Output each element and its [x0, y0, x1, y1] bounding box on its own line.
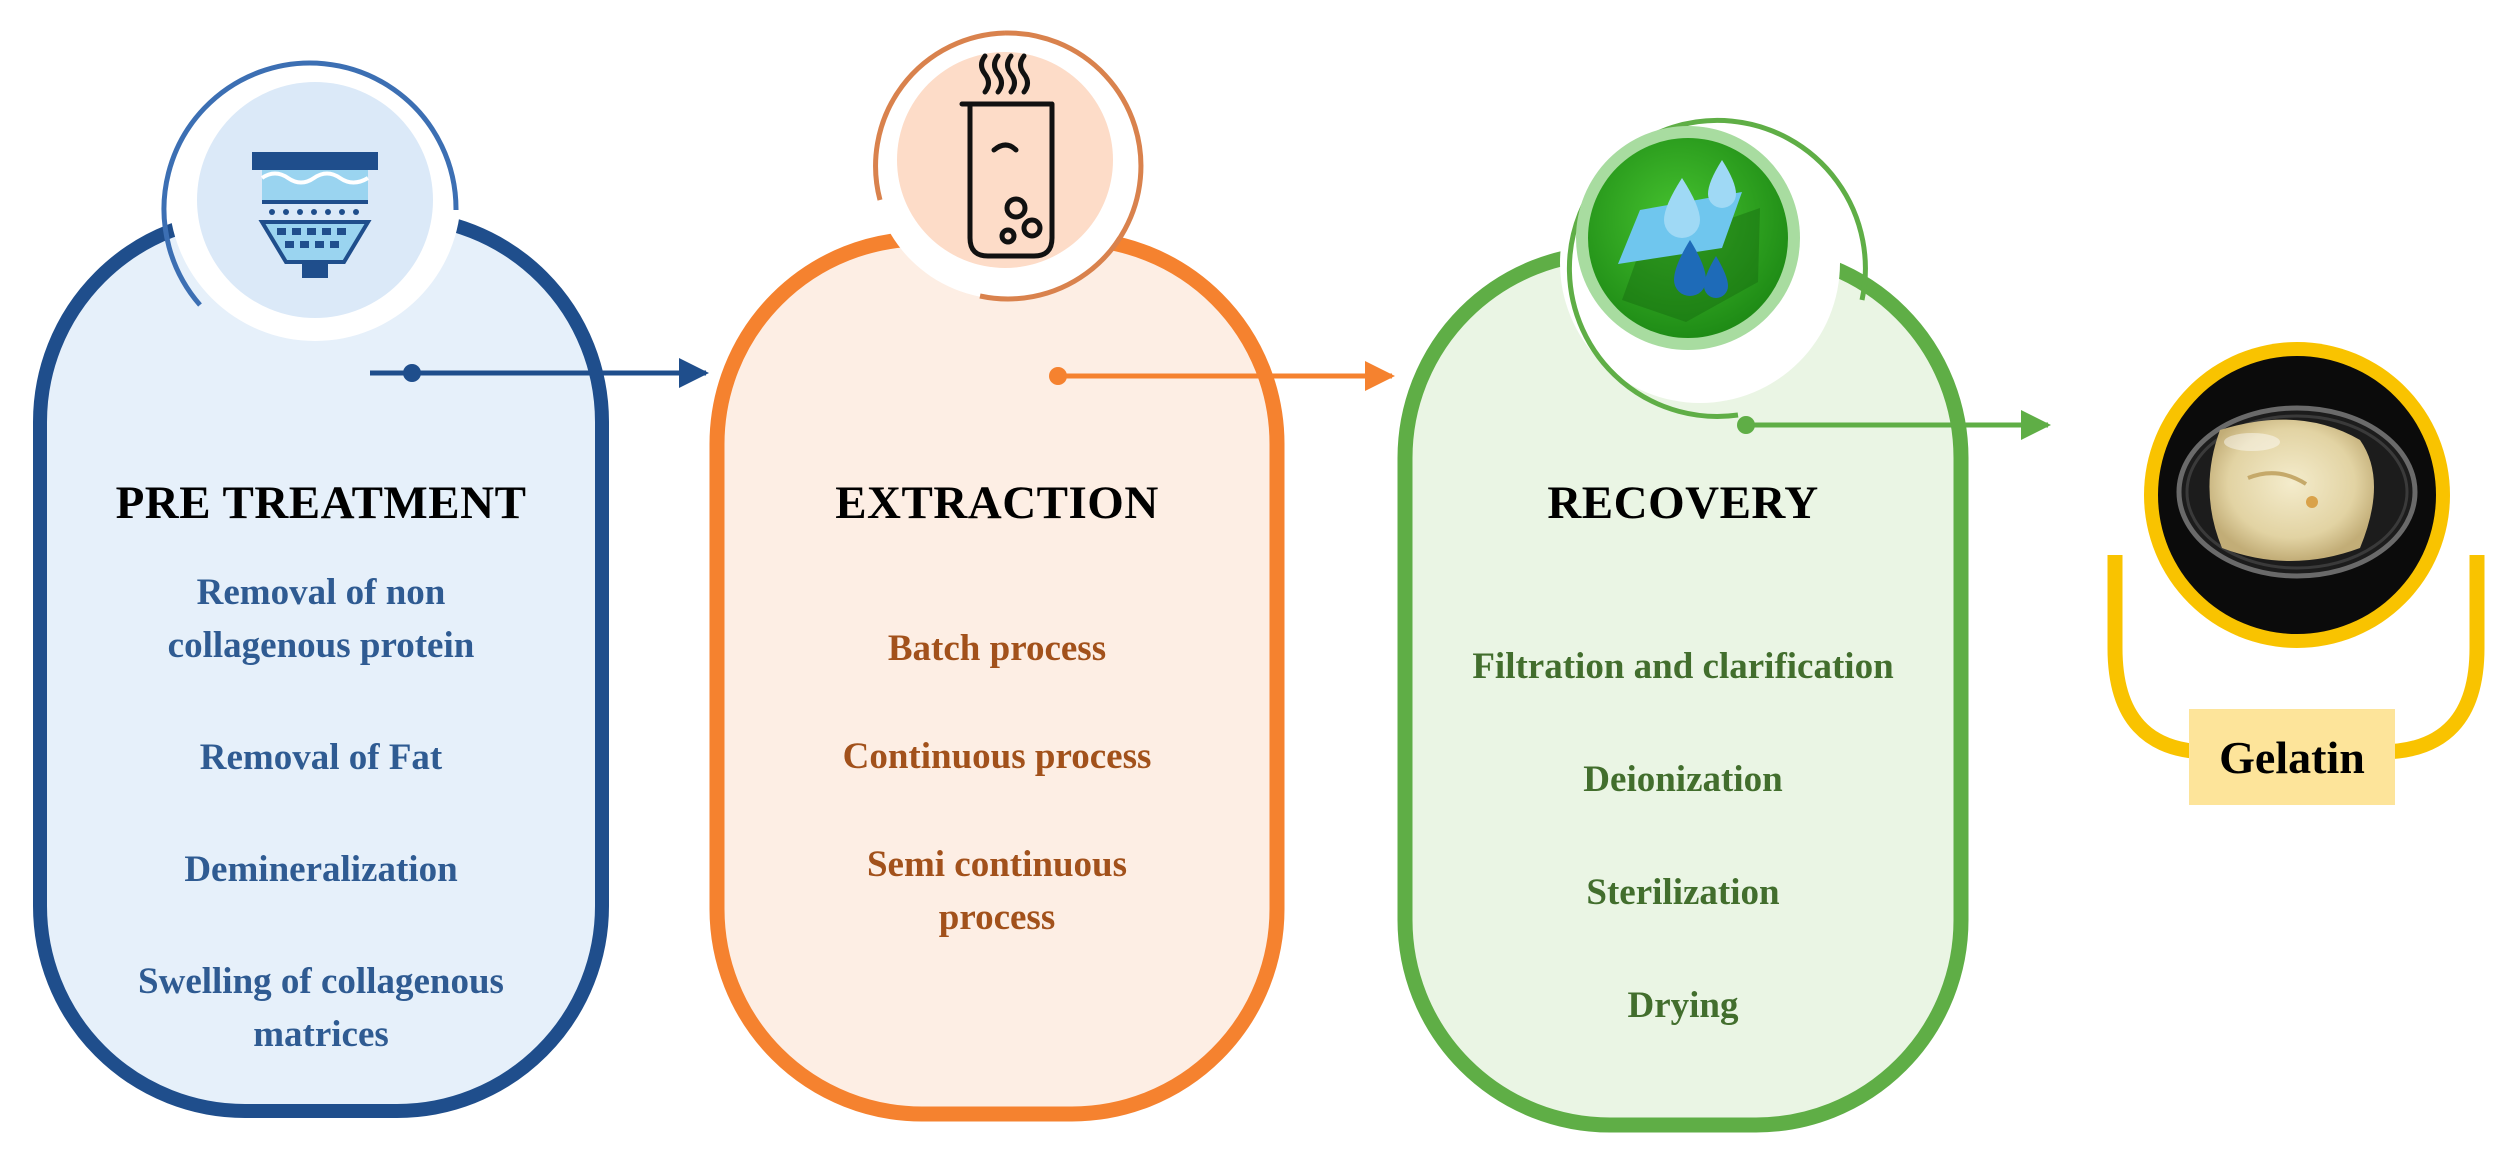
filter-icon	[252, 152, 378, 278]
step-item: Continuous process	[842, 736, 1152, 777]
product-label: Gelatin	[2189, 709, 2395, 805]
stage-extraction: EXTRACTION Batch process Continuous proc…	[712, 234, 1282, 1119]
gelatin-image	[2176, 405, 2418, 579]
step-item: Deionization	[1583, 759, 1783, 800]
stage-title: RECOVERY	[1547, 477, 1819, 529]
arrow-pretreatment-to-extraction	[403, 358, 709, 388]
stage-recovery-graphic	[1397, 117, 1969, 1133]
step-item: Sterilization	[1586, 872, 1780, 913]
product-gelatin-graphic	[2107, 342, 2485, 760]
stage-items: Batch process Continuous process Semi co…	[712, 622, 1282, 944]
arrow-extraction-to-recovery	[1049, 361, 1395, 391]
stage-extraction-graphic	[709, 30, 1285, 1122]
step-item: Demineralization	[184, 849, 458, 890]
step-item: Swelling of collagenous matrices	[138, 961, 504, 1055]
stage-pretreatment: PRE TREATMENT Removal of non collagenous…	[37, 214, 605, 1114]
stage-title: EXTRACTION	[835, 477, 1159, 529]
step-item: Drying	[1627, 985, 1739, 1026]
step-item: Removal of non collagenous protein	[167, 572, 475, 666]
step-item: Batch process	[887, 628, 1107, 669]
stage-items: Removal of non collagenous protein Remov…	[37, 566, 605, 1061]
stage-recovery: RECOVERY Filtration and clarification De…	[1400, 248, 1966, 1130]
stage-items: Filtration and clarification Deionizatio…	[1400, 640, 1966, 1092]
step-item: Filtration and clarification	[1472, 646, 1894, 687]
beaker-icon	[959, 53, 1055, 259]
step-item: Removal of Fat	[199, 737, 443, 778]
arrow-recovery-to-gelatin	[1737, 410, 2051, 440]
step-item: Semi continuous process	[866, 844, 1128, 938]
water-drops-icon	[1588, 138, 1788, 338]
stage-pretreatment-graphic	[33, 49, 609, 1118]
stage-title: PRE TREATMENT	[115, 477, 527, 529]
